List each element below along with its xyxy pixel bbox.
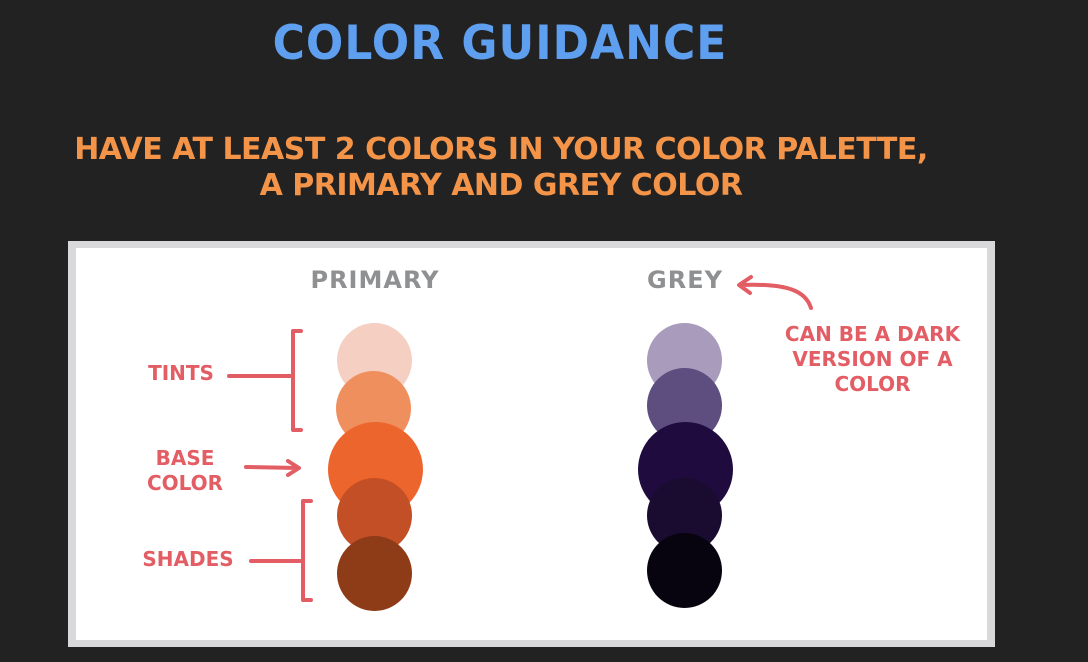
palette-panel <box>68 241 995 647</box>
subtitle-line-1: HAVE AT LEAST 2 COLORS IN YOUR COLOR PAL… <box>74 132 928 167</box>
grey-note-line-3: COLOR <box>834 372 911 396</box>
page-title: COLOR GUIDANCE <box>272 15 728 72</box>
palette-panel-inner <box>76 248 987 640</box>
shades-bracket <box>301 499 313 602</box>
base-color-label-line-1: BASE <box>155 446 215 470</box>
tints-bracket <box>291 329 303 432</box>
grey-note-arrow <box>737 275 813 310</box>
grey-note-line-1: CAN BE A DARK <box>784 322 961 346</box>
subtitle-line-2: A PRIMARY AND GREY COLOR <box>259 168 743 203</box>
grey-note-line-2: VERSION OF A <box>792 347 953 371</box>
base-color-arrow <box>244 459 301 477</box>
shades-label: SHADES <box>142 547 234 571</box>
base-color-label-line-2: COLOR <box>146 471 224 495</box>
tints-label: TINTS <box>148 361 214 385</box>
grey-label: GREY <box>647 266 723 294</box>
primary-label: PRIMARY <box>310 266 440 294</box>
primary-shade-dark-swatch <box>337 536 412 611</box>
grey-shade-dark-swatch <box>647 533 722 608</box>
